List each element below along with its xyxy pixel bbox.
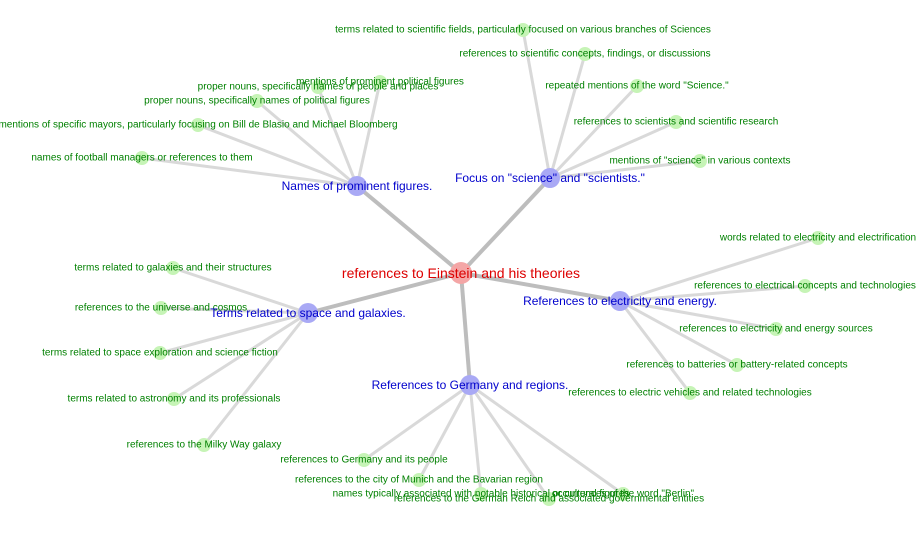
edge-science-sci5 <box>549 159 701 180</box>
hub-node-dot-figures[interactable] <box>347 176 367 196</box>
edge-germany-ger2 <box>417 384 472 481</box>
leaf-node-dot-ger5[interactable] <box>616 487 630 501</box>
leaf-label-spa4: terms related to astronomy and its profe… <box>68 394 281 405</box>
leaf-node-dot-ger2[interactable] <box>412 473 426 487</box>
leaf-label-ger3: names typically associated with notable … <box>333 489 630 500</box>
leaf-label-ger1: references to Germany and its people <box>280 455 448 466</box>
leaf-label-ele4: references to batteries or battery-relat… <box>626 360 847 371</box>
edge-figures-fig3 <box>256 99 358 188</box>
edge-germany-ger1 <box>363 383 471 462</box>
edge-space-spa2 <box>160 306 309 315</box>
edge-electricity-ele3 <box>619 299 777 331</box>
hub-label-space: Terms related to space and galaxies. <box>210 306 405 320</box>
hub-label-science: Focus on "science" and "scientists." <box>455 171 645 185</box>
leaf-label-ele2: references to electrical concepts and te… <box>694 281 916 292</box>
hub-node-dot-electricity[interactable] <box>610 291 630 311</box>
leaf-node-dot-fig4[interactable] <box>191 118 205 132</box>
edge-figures-fig5 <box>141 156 358 188</box>
hub-node-dot-space[interactable] <box>298 303 318 323</box>
leaf-label-ger2: references to the city of Munich and the… <box>295 475 543 486</box>
edge-figures-fig4 <box>197 123 358 188</box>
leaf-label-fig5: names of football managers or references… <box>31 153 252 164</box>
leaf-node-dot-ele3[interactable] <box>769 322 783 336</box>
hub-label-electricity: References to electricity and energy. <box>523 294 717 308</box>
leaf-node-dot-fig1[interactable] <box>373 75 387 89</box>
edge-electricity-ele1 <box>619 236 819 303</box>
edge-germany-ger4 <box>468 384 551 500</box>
edge-space-spa1 <box>172 266 309 315</box>
edge-root-science <box>459 176 552 275</box>
label-layer: mentions of prominent political figuresp… <box>0 25 916 505</box>
edge-germany-ger5 <box>469 383 624 496</box>
leaf-node-dot-fig2[interactable] <box>311 80 325 94</box>
leaf-node-dot-ger4[interactable] <box>542 492 556 506</box>
leaf-node-dot-ger1[interactable] <box>357 453 371 467</box>
leaf-node-dot-spa4[interactable] <box>167 392 181 406</box>
leaf-node-dot-ele5[interactable] <box>683 386 697 400</box>
edge-figures-fig1 <box>355 81 382 187</box>
leaf-node-dot-sci1[interactable] <box>516 23 530 37</box>
edge-science-sci3 <box>548 84 639 180</box>
edge-root-figures <box>355 184 463 275</box>
leaf-node-dot-spa2[interactable] <box>154 301 168 315</box>
leaf-node-dot-ele1[interactable] <box>811 231 825 245</box>
leaf-label-fig3: proper nouns, specifically names of poli… <box>144 96 370 107</box>
edge-electricity-ele2 <box>619 284 806 303</box>
leaf-label-spa2: references to the universe and cosmos <box>75 303 247 314</box>
hub-node-dot-science[interactable] <box>540 168 560 188</box>
leaf-node-dot-ele4[interactable] <box>730 358 744 372</box>
edge-root-space <box>307 271 462 315</box>
leaf-label-fig4: mentions of specific mayors, particularl… <box>0 120 398 131</box>
leaf-node-dot-fig3[interactable] <box>250 94 264 108</box>
leaf-node-dot-fig5[interactable] <box>135 151 149 165</box>
edge-science-sci2 <box>548 53 587 179</box>
root-label: references to Einstein and his theories <box>342 265 580 281</box>
leaf-node-dot-ele2[interactable] <box>798 279 812 293</box>
leaf-node-dot-sci5[interactable] <box>693 154 707 168</box>
node-layer <box>135 23 825 506</box>
leaf-node-dot-sci2[interactable] <box>578 47 592 61</box>
hub-label-figures: Names of prominent figures. <box>282 179 433 193</box>
leaf-node-dot-ger3[interactable] <box>474 487 488 501</box>
edge-figures-fig2 <box>316 86 359 187</box>
leaf-label-spa5: references to the Milky Way galaxy <box>127 440 282 451</box>
edge-space-spa4 <box>173 311 309 401</box>
leaf-label-sci4: references to scientists and scientific … <box>574 117 779 128</box>
leaf-label-fig2: proper nouns, specifically names of peop… <box>198 82 439 93</box>
leaf-label-ele5: references to electric vehicles and rela… <box>568 388 811 399</box>
edge-electricity-ele4 <box>619 299 738 367</box>
leaf-node-dot-spa1[interactable] <box>166 261 180 275</box>
leaf-label-fig1: mentions of prominent political figures <box>296 77 464 88</box>
leaf-node-dot-sci3[interactable] <box>630 79 644 93</box>
edge-science-sci4 <box>549 120 677 180</box>
leaf-label-sci5: mentions of "science" in various context… <box>609 156 790 167</box>
hub-label-germany: References to Germany and regions. <box>372 378 569 392</box>
leaf-node-dot-spa3[interactable] <box>153 346 167 360</box>
leaf-label-sci2: references to scientific concepts, findi… <box>459 49 710 60</box>
leaf-label-spa1: terms related to galaxies and their stru… <box>74 263 271 274</box>
leaf-node-dot-sci4[interactable] <box>669 115 683 129</box>
leaf-label-sci1: terms related to scientific fields, part… <box>335 25 711 36</box>
leaf-label-ger5: occurrences of the word "Berlin" <box>552 489 695 500</box>
edge-space-spa5 <box>202 312 310 446</box>
edge-root-germany <box>459 272 472 386</box>
edge-layer <box>141 29 819 500</box>
leaf-label-ele1: words related to electricity and electri… <box>719 233 916 244</box>
leaf-label-ger4: references to the German Reich and assoc… <box>394 494 704 505</box>
edge-science-sci1 <box>521 29 552 179</box>
leaf-node-dot-spa5[interactable] <box>197 438 211 452</box>
leaf-label-ele3: references to electricity and energy sou… <box>679 324 872 335</box>
leaf-label-sci3: repeated mentions of the word "Science." <box>545 81 729 92</box>
edge-space-spa3 <box>159 311 309 355</box>
leaf-label-spa3: terms related to space exploration and s… <box>42 348 278 359</box>
edge-germany-ger3 <box>468 384 483 495</box>
root-node-dot[interactable] <box>450 262 472 284</box>
edge-electricity-ele5 <box>618 300 692 394</box>
edge-root-electricity <box>460 271 621 303</box>
hub-node-dot-germany[interactable] <box>460 375 480 395</box>
